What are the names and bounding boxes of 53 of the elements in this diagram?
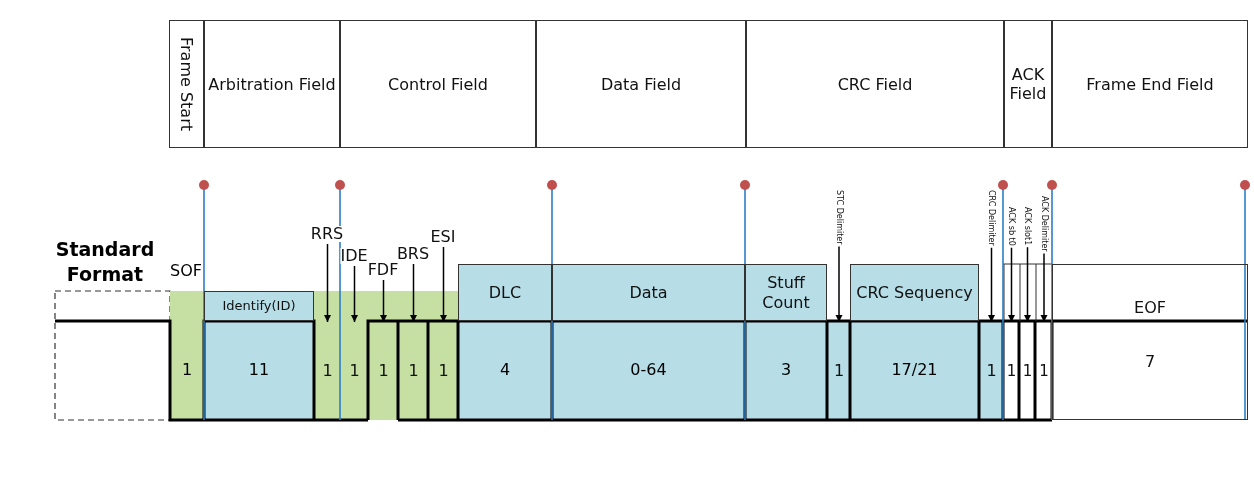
leader-line <box>379 279 388 323</box>
field-box: DLC <box>458 264 552 321</box>
bit-cell: 1 <box>316 323 339 418</box>
bit-cell: 1 <box>1021 323 1034 418</box>
leader-line <box>350 265 359 323</box>
leader-line <box>1007 247 1016 323</box>
bit-count: 1 <box>181 360 193 381</box>
pointer-label: ESI <box>430 229 456 245</box>
leader-line <box>1023 246 1032 323</box>
bit-count: 4 <box>499 360 511 381</box>
bit-cell: 1 <box>400 323 427 418</box>
field-box <box>1052 264 1248 420</box>
bit-count: 3 <box>780 360 792 381</box>
pointer-label: IDE <box>340 248 368 264</box>
bit-cell: 1 <box>1037 323 1051 418</box>
bit-count: 0-64 <box>630 360 667 381</box>
field-box: Stuff Count <box>745 264 827 321</box>
field-abbreviation: SOF <box>170 260 202 282</box>
field-name: ACK Field <box>1004 20 1052 148</box>
field-text: 7 <box>1144 352 1156 372</box>
field-name: Arbitration Field <box>204 20 340 148</box>
bit-count: 17/21 <box>891 360 938 381</box>
field-text: EOF <box>1134 298 1166 318</box>
leader-line <box>1040 252 1048 323</box>
field-name: Data Field <box>536 20 746 148</box>
bit-cell: 1 <box>342 323 367 418</box>
leader-line <box>439 246 448 323</box>
pointer-label: ACK Delimiter <box>1039 196 1048 252</box>
leader-line <box>409 263 418 323</box>
leader-line <box>835 245 843 323</box>
pointer-label: CRC Delimiter <box>987 190 995 246</box>
field-name: Frame End Field <box>1052 20 1248 148</box>
field-name: Control Field <box>340 20 536 148</box>
leader-line <box>323 243 332 323</box>
pointer-label: STC Delimiter <box>834 190 843 245</box>
bit-cell: 1 <box>370 323 397 418</box>
format-title: Standard Format <box>54 237 156 287</box>
bit-cell: 1 <box>1005 323 1018 418</box>
bit-cell: 1 <box>430 323 457 418</box>
field-name: Frame Start <box>169 20 204 148</box>
bit-cell: 1 <box>981 323 1002 418</box>
field-box: CRC Sequency <box>850 264 979 321</box>
pointer-label: FDF <box>367 262 399 278</box>
pointer-label: RRS <box>310 226 344 242</box>
pointer-label: BRS <box>396 246 430 262</box>
bit-count: 11 <box>248 360 270 381</box>
field-name: CRC Field <box>746 20 1004 148</box>
pointer-label: ACK sb t0 <box>1007 207 1015 246</box>
pointer-label: ACK slot1 <box>1023 207 1031 246</box>
field-box: Data <box>552 264 745 321</box>
bit-cell: 1 <box>829 323 849 418</box>
leader-line <box>987 247 996 323</box>
field-box: Identify(ID) <box>204 291 314 321</box>
